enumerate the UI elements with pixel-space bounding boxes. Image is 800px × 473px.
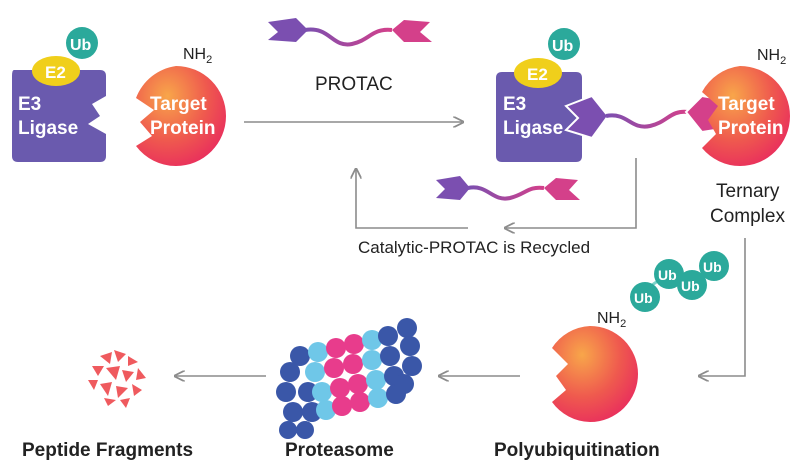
ternary-label-line1: Ternary [716,181,780,202]
nh2-label-left: NH2 [183,46,212,66]
e3-ligase-left: E3 Ligase [12,70,106,162]
e3-right-line2: Ligase [503,118,563,139]
protac-molecule-top [268,18,432,47]
protac-label: PROTAC [315,74,393,95]
recycled-label: Catalytic-PROTAC is Recycled [358,238,590,257]
nh2-label-poly: NH2 [597,310,626,330]
ub-chain-label-2: Ub [658,267,677,283]
ub-chain: Ub Ub Ub Ub [630,251,729,312]
ternary-complex: E3 Ligase Target Protein NH2 [496,47,790,166]
ub-chain-label-3: Ub [681,278,700,294]
recycle-arrow-down [506,158,637,228]
nh2-label-right: NH2 [757,47,786,67]
ub-left: Ub [66,27,98,59]
ub-label: Ub [70,37,92,54]
target-protein-poly-shape [552,326,638,422]
target-protein-shape [136,66,226,166]
target-right-line1: Target [718,94,775,115]
e2-shape [32,56,80,86]
e3-right-line1: E3 [503,94,526,115]
proteasome-label: Proteasome [285,440,394,461]
target-label-line1: Target [150,94,207,115]
e3-label-line2: Ligase [18,118,78,139]
ub-right: Ub [548,28,580,60]
peptide-fragments-label: Peptide Fragments [22,440,193,461]
ub-chain-label-4: Ub [703,259,722,275]
peptide-fragments-shape [88,350,146,408]
proteasome-shape [276,318,422,439]
target-right-line2: Protein [718,118,783,139]
target-protein-left: Target Protein NH2 [136,46,226,166]
e3-ligase-shape [12,70,106,162]
ub-right-label: Ub [552,38,574,55]
e3-label-line1: E3 [18,94,41,115]
e3-ligase-right-shape [496,72,582,162]
polyubiquitination-label: Polyubiquitination [494,440,660,461]
target-protein-right-shape [702,66,790,166]
arrow-to-polyubiquitination [700,238,746,376]
e2-enzyme-left: E2 [32,56,80,86]
ternary-label-line2: Complex [710,206,785,227]
e2-right-label: E2 [527,65,548,84]
e2-label: E2 [45,63,66,82]
recycle-arrow-up [356,170,468,229]
ub-circle [66,27,98,59]
target-label-line2: Protein [150,118,215,139]
ub-chain-label-1: Ub [634,290,653,306]
e2-enzyme-right: E2 [514,58,562,88]
protac-molecule-recycled [436,176,580,201]
